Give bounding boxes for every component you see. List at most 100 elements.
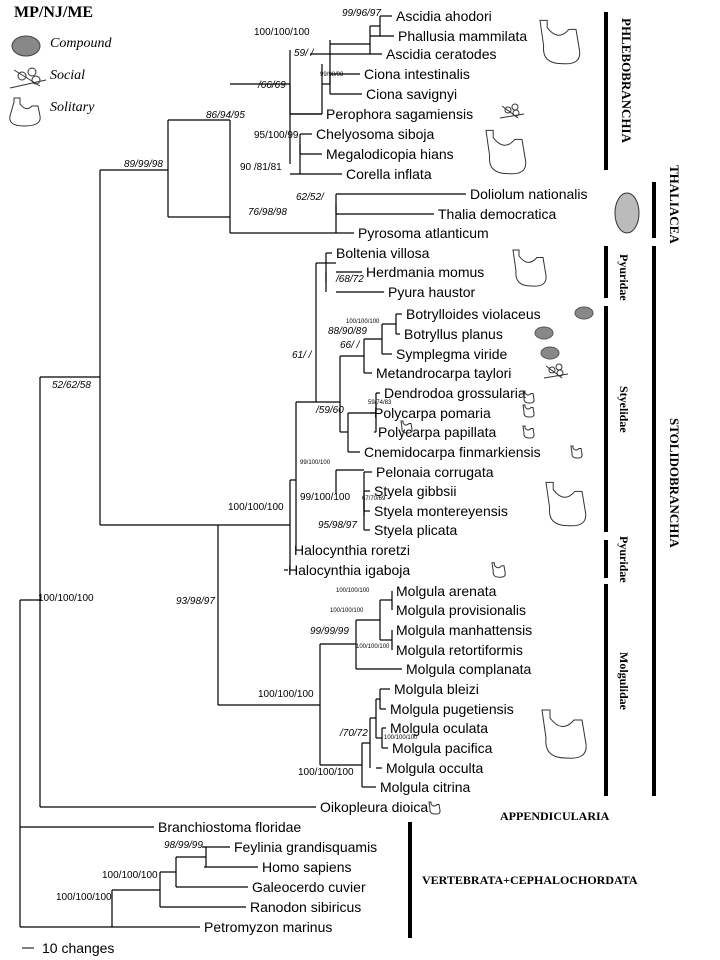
taxon-label: Styela gibbsii (374, 483, 457, 499)
taxon-label: Styela plicata (374, 522, 457, 538)
compound-colony-icon (574, 306, 594, 320)
social-colony-icon (499, 103, 525, 119)
taxon-label: Homo sapiens (262, 859, 352, 875)
solitary-ascidian-icon (570, 445, 583, 459)
group-label-appendicularia: APPENDICULARIA (500, 809, 610, 823)
taxon-label: Pyura haustor (388, 284, 475, 300)
solitary-ascidian-icon (512, 249, 547, 287)
taxon-label: Molgula occulta (386, 760, 483, 776)
support-value: 99/100/100 (300, 460, 331, 466)
support-value: 99/96/97 (342, 8, 381, 19)
taxon-label: Thalia democratica (438, 206, 556, 222)
support-value: 100/100/100 (56, 892, 112, 903)
taxon-label: Dendrodoa grossularia (384, 385, 526, 401)
support-value: 100/100/100 (102, 870, 158, 881)
solitary-ascidian-icon (428, 801, 441, 815)
support-value: 59/ / (294, 48, 315, 59)
taxon-label: Molgula retortiformis (396, 642, 523, 658)
group-label-pyuridae-2: Pyuridae (617, 536, 631, 583)
taxon-label: Styela montereyensis (374, 503, 508, 519)
taxon-label: Feylinia grandisquamis (234, 839, 377, 855)
taxon-label: Polycarpa papillata (378, 424, 497, 440)
group-label-styelidae: Styelidae (617, 386, 631, 433)
taxon-label: Corella inflata (346, 166, 432, 182)
taxon-label: Galeocerdo cuvier (252, 879, 366, 895)
taxon-label: Symplegma viride (396, 346, 507, 362)
solitary-ascidian-icon (491, 562, 506, 578)
solitary-ascidian-icon (522, 425, 535, 439)
doliolum-icon (614, 192, 640, 234)
taxon-label: Boltenia villosa (336, 245, 430, 261)
taxon-label: Halocynthia roretzi (294, 542, 410, 558)
taxon-label: Chelyosoma siboja (316, 126, 434, 142)
support-value: 100/100/100 (356, 644, 390, 650)
support-value: 100/100/100 (258, 689, 314, 700)
support-value: 59/74/83 (368, 400, 392, 406)
support-value: 62/52/ (296, 192, 325, 203)
support-value: 100/100/100 (38, 593, 94, 604)
support-value: 88/90/89 (328, 326, 367, 337)
support-value: 100/100/100 (346, 319, 380, 325)
taxon-label: Molgula provisionalis (396, 602, 526, 618)
compound-colony-icon (540, 346, 560, 360)
taxon-label: Botryllus planus (404, 326, 503, 342)
taxon-label: Molgula bleizi (394, 681, 479, 697)
support-value: 100/100/100 (298, 767, 354, 778)
support-value: 100/100/100 (254, 27, 310, 38)
support-value: 99/98/98 (320, 72, 344, 78)
taxon-label: Herdmania momus (366, 264, 484, 280)
support-value: 99/100/100 (300, 492, 350, 503)
support-value: /70/72 (339, 728, 368, 739)
support-value: 100/100/100 (336, 588, 370, 594)
solitary-ascidian-icon (522, 390, 535, 404)
legend-compound: Compound (50, 36, 112, 51)
solitary-ascidian-icon (9, 97, 41, 127)
compound-colony-icon (534, 326, 554, 340)
taxon-label: Petromyzon marinus (204, 919, 332, 935)
support-value: 89/99/98 (124, 159, 163, 170)
support-value: 66/ / (340, 340, 361, 351)
solitary-ascidian-icon (541, 709, 587, 759)
support-value: 76/98/98 (248, 207, 287, 218)
legend-social: Social (50, 68, 85, 83)
support-value: 98/99/99 (164, 840, 203, 851)
taxon-label: Perophora sagamiensis (326, 106, 473, 122)
support-value: 95/98/97 (318, 520, 357, 531)
taxon-label: Oikopleura dioica (320, 799, 428, 815)
taxon-label: Ascidia ceratodes (386, 46, 497, 62)
taxon-label: Halocynthia igaboja (288, 562, 410, 578)
legend-title: MP/NJ/ME (14, 4, 94, 21)
taxon-label: Ascidia ahodori (396, 8, 492, 24)
solitary-ascidian-icon (545, 481, 587, 527)
solitary-ascidian-icon (485, 129, 527, 175)
taxon-label: Pyrosoma atlanticum (358, 225, 489, 241)
taxon-label: Molgula oculata (390, 720, 488, 736)
social-colony-icon (543, 363, 569, 379)
group-label-pyuridae-1: Pyuridae (617, 254, 631, 301)
support-value: 86/94/95 (206, 110, 245, 121)
support-value: 99/99/99 (310, 626, 349, 637)
taxon-label: Molgula manhattensis (396, 622, 532, 638)
taxon-label: Ranodon sibiricus (250, 899, 361, 915)
support-value: 90 /81/81 (240, 162, 282, 173)
group-label-molgulidae: Molgulidae (617, 652, 631, 711)
taxon-label: Ciona savignyi (366, 86, 457, 102)
legend-solitary: Solitary (50, 100, 95, 115)
support-value: 93/98/97 (176, 596, 215, 607)
group-label-thaliacea: THALIACEA (667, 165, 682, 244)
taxon-label: Molgula pugetiensis (390, 701, 514, 717)
support-value: 100/100/100 (228, 502, 284, 513)
scale-bar-label: 10 changes (42, 940, 115, 956)
support-value: /59/60 (315, 405, 344, 416)
social-colony-icon (9, 67, 47, 89)
solitary-ascidian-icon (522, 404, 535, 418)
support-value: 95/100/99 (254, 130, 299, 141)
taxon-label: Molgula citrina (380, 779, 470, 795)
support-value: 100/100/100 (330, 608, 364, 614)
taxon-label: Branchiostoma floridae (158, 819, 301, 835)
taxon-label: Molgula complanata (406, 661, 532, 677)
taxon-label: Molgula pacifica (392, 740, 493, 756)
support-value: 52/62/58 (52, 380, 91, 391)
taxon-label: Polycarpa pomaria (374, 405, 491, 421)
